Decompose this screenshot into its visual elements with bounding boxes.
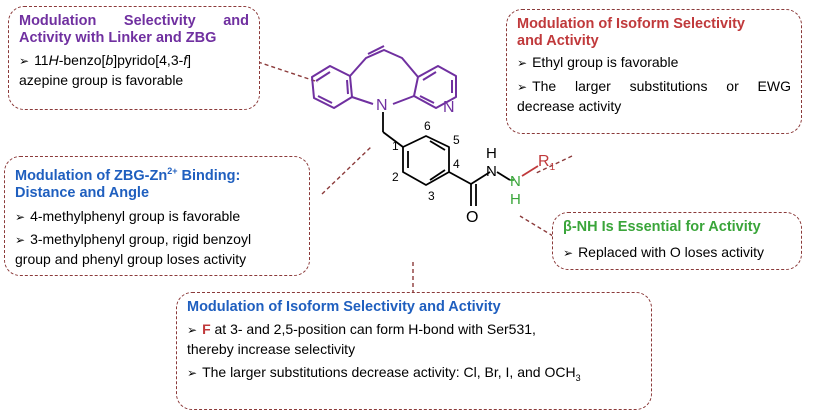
- atom-o: O: [466, 209, 478, 226]
- bullet-icon: ➢: [563, 246, 574, 260]
- bullet-icon: ➢: [187, 323, 198, 337]
- atom-h-green: H: [510, 191, 521, 208]
- position-1: 1: [392, 139, 399, 153]
- linker-zbg-box: Modulation Selectivity and Activity with…: [8, 6, 260, 110]
- isoform-ethyl-item1: ➢Ethyl group is favorable: [517, 54, 679, 70]
- zbg-binding-item2-line2: group and phenyl group loses activity: [15, 250, 247, 267]
- isoform-ethyl-item2-line2: decrease activity: [517, 98, 622, 114]
- bullet-icon: ➢: [19, 54, 30, 68]
- beta-nh-title: β-NH Is Essential for Activity: [563, 219, 761, 235]
- position-4: 4: [453, 157, 460, 171]
- isoform-ethyl-title-line1: Modulation of Isoform Selectivity: [517, 16, 745, 32]
- r1-bond: [521, 165, 539, 177]
- bullet-icon: ➢: [15, 209, 26, 224]
- isoform-fluoro-box: Modulation of Isoform Selectivity and Ac…: [176, 292, 652, 410]
- connector-green: [519, 215, 554, 237]
- atom-n-pyridine: N: [443, 99, 455, 116]
- zbg-binding-item2: ➢3-methylphenyl group, rigid benzoyl: [15, 230, 252, 247]
- isoform-fluoro-item2: ➢The larger substitutions decrease activ…: [187, 364, 581, 383]
- position-3: 3: [428, 189, 435, 203]
- bullet-icon: ➢: [517, 80, 528, 94]
- linker-and-phenyl: [382, 112, 491, 206]
- position-6: 6: [424, 119, 431, 133]
- connector-blue-left: [321, 145, 373, 195]
- atom-r1: R1: [538, 153, 556, 173]
- nh-bond-top: [496, 171, 511, 181]
- bullet-icon: ➢: [187, 366, 198, 380]
- isoform-ethyl-title-line2: and Activity: [517, 33, 599, 49]
- bullet-icon: ➢: [15, 232, 26, 247]
- beta-nh-item1: ➢Replaced with O loses activity: [563, 244, 765, 260]
- zbg-binding-title-line2: Distance and Angle: [15, 184, 150, 201]
- connector-lines: [257, 61, 573, 292]
- atom-h-top: H: [486, 145, 497, 162]
- zbg-binding-item1: ➢4-methylphenyl group is favorable: [15, 207, 241, 224]
- linker-zbg-item: ➢11H-benzo[b]pyrido[4,3-f]: [19, 52, 192, 68]
- atom-n-green: N: [510, 173, 521, 190]
- connector-purple: [257, 61, 319, 83]
- linker-zbg-title-line2: Activity with Linker and ZBG: [19, 30, 217, 46]
- benzo-pyrido-azepine: [311, 45, 457, 109]
- isoform-fluoro-item1-line2: thereby increase selectivity: [187, 341, 356, 357]
- zbg-binding-title-line1: Modulation of ZBG-Zn2+ Binding:: [15, 166, 241, 184]
- beta-nh-box: β-NH Is Essential for Activity ➢Replaced…: [552, 212, 802, 270]
- position-5: 5: [453, 133, 460, 147]
- atom-n-azepine: N: [376, 97, 388, 114]
- isoform-fluoro-title: Modulation of Isoform Selectivity and Ac…: [187, 299, 501, 315]
- zbg-binding-box: Modulation of ZBG-Zn2+ Binding: Distance…: [4, 156, 310, 276]
- isoform-ethyl-box: Modulation of Isoform Selectivity and Ac…: [506, 9, 802, 134]
- position-2: 2: [392, 170, 399, 184]
- atom-n-top: N: [486, 163, 497, 180]
- connector-red: [533, 155, 573, 175]
- bullet-icon: ➢: [517, 56, 528, 70]
- linker-zbg-title-line1: Modulation Selectivity and: [19, 13, 249, 29]
- isoform-ethyl-item2: ➢The larger substitutions or EWG: [517, 78, 791, 94]
- linker-zbg-item-line2: azepine group is favorable: [19, 72, 184, 88]
- isoform-fluoro-item1: ➢F at 3- and 2,5-position can form H-bon…: [187, 321, 536, 337]
